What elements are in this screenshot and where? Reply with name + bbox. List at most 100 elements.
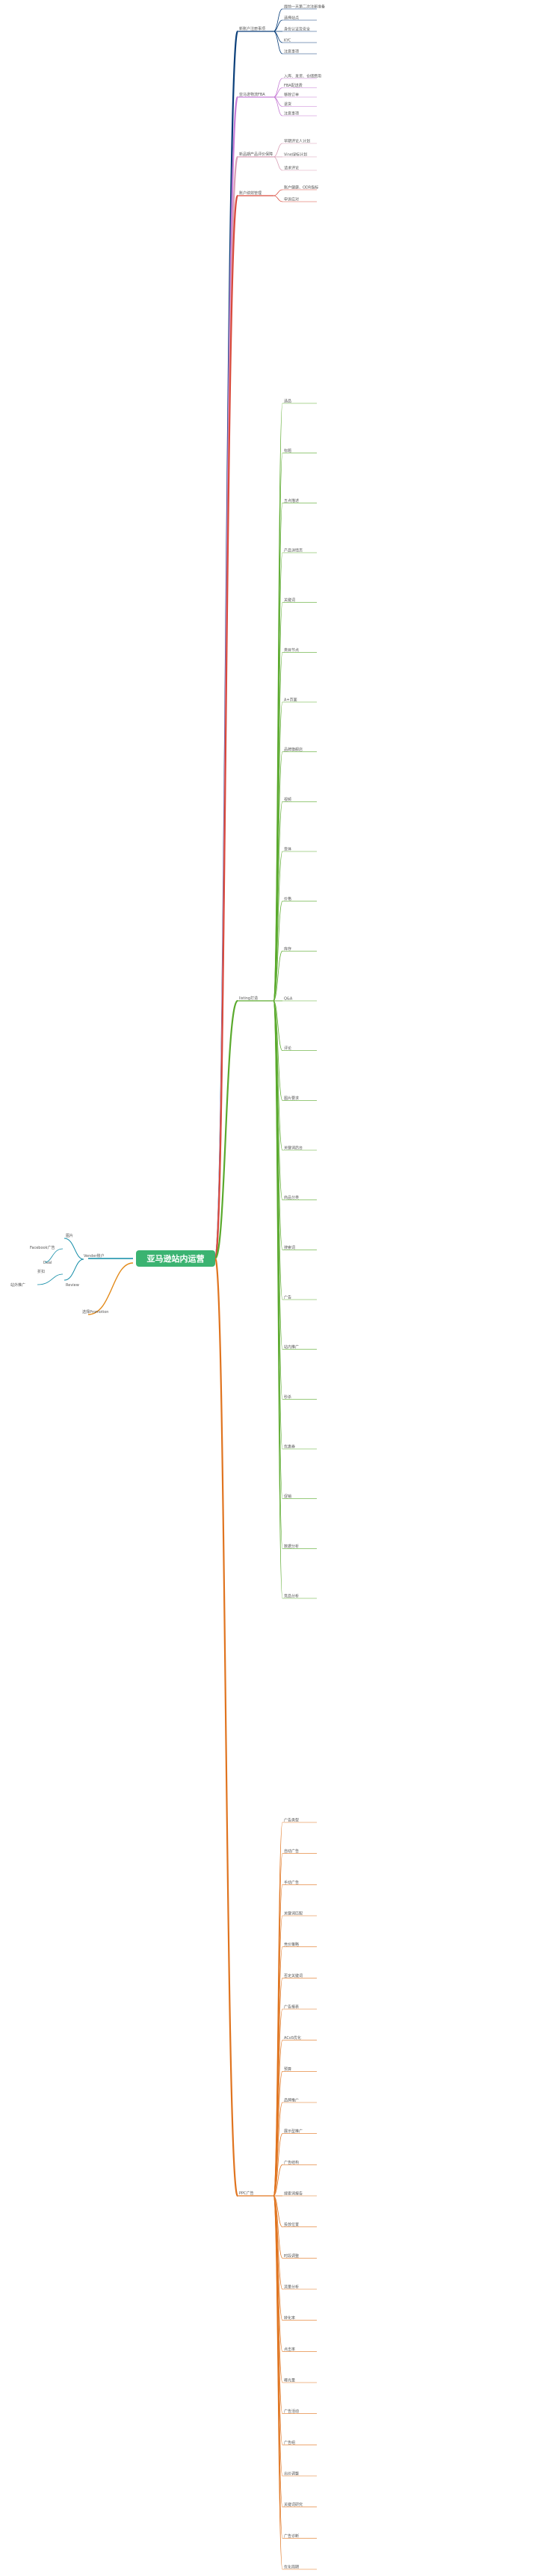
branch-label-0: 新账户注册事项: [239, 26, 265, 31]
child-label-4-19: 站内推广: [284, 1344, 299, 1350]
child-label-5-15: 流量分析: [284, 2285, 299, 2290]
branch-label-4: listing打造: [239, 996, 258, 1001]
child-label-4-0: 选品: [284, 399, 291, 404]
child-link-2-2: [273, 156, 283, 171]
child-label-4-5: 类目节点: [284, 648, 299, 653]
child-label-5-11: 广告结构: [284, 2160, 299, 2165]
child-label-4-2: 五点描述: [284, 498, 299, 503]
child-label-5-6: 广告报表: [284, 2005, 299, 2010]
child-label-5-5: 否定关键词: [284, 1973, 303, 1978]
child-link-1-0: [273, 78, 283, 98]
promotion-label: 选择Promotion: [82, 1309, 108, 1315]
child-label-2-1: Vine绿标计划: [284, 152, 307, 158]
child-label-4-9: 变体: [284, 847, 291, 852]
branch-label-5: PPC广告: [239, 2191, 254, 2196]
vender-hub-label: Vender账户: [84, 1253, 105, 1258]
child-link-3-1: [273, 195, 283, 202]
child-label-1-1: FBA配送费: [284, 83, 303, 88]
child-label-1-3: 退货: [284, 102, 291, 107]
branch-link-5: [214, 1257, 239, 2197]
child-link-1-3: [273, 96, 283, 107]
child-label-1-0: 入库、发货、仓储费用: [284, 74, 321, 79]
child-label-4-1: 标题: [284, 448, 291, 453]
child-label-5-20: 广告组: [284, 2440, 295, 2445]
left-item-4: 站外推广: [10, 1282, 25, 1288]
child-label-5-22: 关键词研究: [284, 2502, 303, 2507]
child-label-5-4: 竞价策略: [284, 1942, 299, 1947]
left-item-0: 图片: [66, 1233, 73, 1238]
child-label-1-2: 移除订单: [284, 93, 299, 98]
child-label-3-0: 账户健康、ODR指标: [284, 185, 318, 190]
child-label-4-23: 数据分析: [284, 1544, 299, 1549]
root-node: 亚马逊站内运营: [136, 1250, 215, 1267]
child-label-4-17: 搜索词: [284, 1245, 295, 1250]
child-label-1-4: 注意事项: [284, 111, 299, 117]
child-label-4-11: 库存: [284, 946, 291, 952]
child-label-4-12: Q&A: [284, 997, 293, 1002]
left-item-2: Deal: [43, 1261, 52, 1265]
child-label-4-7: 品牌旗舰店: [284, 747, 303, 752]
child-link-4-13: [273, 1000, 283, 1052]
child-label-0-2: 身份认证及安全: [284, 27, 310, 32]
left-item-5: Review: [66, 1283, 79, 1288]
child-link-5-24: [273, 2195, 283, 2570]
child-link-3-0: [273, 189, 283, 196]
child-link-5-11: [273, 2164, 283, 2197]
child-label-5-3: 关键词匹配: [284, 1911, 303, 1917]
root-title: 亚马逊站内运营: [147, 1253, 205, 1264]
left-item-1: Facebook广告: [30, 1245, 55, 1250]
child-link-0-4: [273, 31, 283, 55]
child-label-5-23: 广告诊断: [284, 2533, 299, 2539]
child-label-5-1: 自动广告: [284, 1849, 299, 1854]
branch-link-3: [214, 194, 239, 1260]
child-link-5-10: [273, 2133, 283, 2197]
child-label-2-2: 请求评论: [284, 166, 299, 171]
child-label-5-19: 广告活动: [284, 2409, 299, 2414]
left-item-3: 折扣: [37, 1269, 45, 1274]
child-link-1-4: [273, 96, 283, 117]
child-label-5-24: 优化周期: [284, 2565, 299, 2570]
left-cluster: Vender账户 图片 Facebook广告 Deal 折扣 站外推广 Revi…: [10, 1233, 134, 1315]
child-label-5-7: ACoS优化: [284, 2035, 301, 2040]
child-label-4-22: 促销: [284, 1494, 291, 1499]
child-label-5-21: 出价调整: [284, 2471, 299, 2477]
child-label-4-14: 图片要求: [284, 1096, 299, 1101]
child-label-4-15: 关键词后台: [284, 1146, 303, 1151]
child-label-5-18: 曝光量: [284, 2378, 295, 2383]
child-label-5-14: 时段调整: [284, 2253, 299, 2259]
child-label-4-20: 秒杀: [284, 1394, 291, 1400]
child-label-4-8: 视频: [284, 797, 291, 802]
branch-label-1: 亚马逊物流FBA: [239, 92, 265, 97]
branch-link-4: [214, 999, 239, 1260]
child-link-1-1: [273, 87, 283, 98]
child-link-4-11: [273, 950, 283, 1002]
branch-label-3: 账户绩效管理: [239, 190, 262, 196]
child-label-4-24: 竞品分析: [284, 1594, 299, 1599]
child-label-0-3: KYC: [284, 39, 291, 43]
child-label-4-13: 评论: [284, 1046, 291, 1051]
child-label-5-10: 展示型推广: [284, 2129, 303, 2134]
child-label-5-2: 手动广告: [284, 1880, 299, 1885]
child-label-2-0: 早期评论人计划: [284, 139, 310, 144]
branch-label-2: 新品期产品评价保障: [239, 152, 273, 157]
child-label-4-18: 广告: [284, 1295, 291, 1300]
child-label-5-8: 预算: [284, 2067, 291, 2072]
child-label-4-10: 价格: [284, 896, 291, 901]
child-link-0-0: [273, 8, 283, 32]
child-label-5-9: 品牌推广: [284, 2098, 299, 2103]
child-link-0-3: [273, 31, 283, 43]
branch-labels: 新账户注册事项提前一天第二次注册准备选择站点身份认证及安全KYC注意事项亚马逊物…: [239, 4, 325, 2570]
child-label-4-3: 产品详情页: [284, 548, 303, 553]
child-label-3-1: 申诉应对: [284, 197, 299, 202]
child-label-4-21: 优惠券: [284, 1444, 295, 1450]
child-label-5-13: 投放位置: [284, 2222, 299, 2227]
child-label-5-12: 搜索词报告: [284, 2191, 303, 2197]
child-label-5-0: 广告类型: [284, 1818, 299, 1823]
child-label-4-16: 商品分类: [284, 1195, 299, 1200]
child-label-0-4: 注意事项: [284, 49, 299, 55]
branch-links: [214, 8, 317, 2570]
child-link-4-24: [273, 1000, 283, 1599]
child-link-4-10: [273, 901, 283, 1002]
child-label-5-16: 转化率: [284, 2315, 295, 2321]
